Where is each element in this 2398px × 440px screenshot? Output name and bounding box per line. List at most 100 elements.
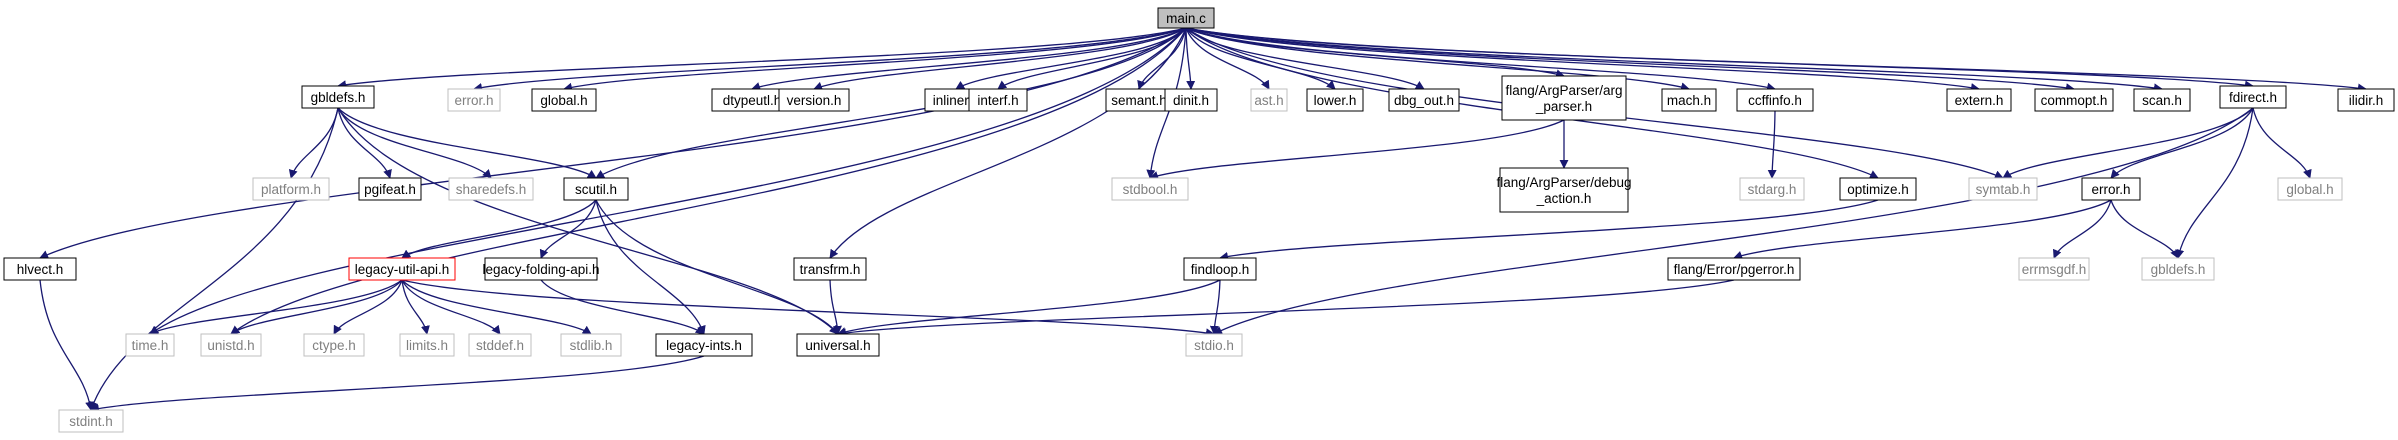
node-box-ast[interactable]	[1250, 88, 1288, 112]
node-errmsgdf[interactable]: errmsgdf.h	[2018, 257, 2090, 281]
node-box-transfrm[interactable]	[793, 257, 867, 281]
node-legacyfold[interactable]: legacy-folding-api.h	[482, 257, 600, 281]
node-sharedefs[interactable]: sharedefs.h	[448, 177, 534, 201]
node-dtypeutl[interactable]: dtypeutl.h	[711, 88, 793, 112]
node-box-lower[interactable]	[1306, 88, 1364, 112]
node-box-findloop[interactable]	[1183, 257, 1257, 281]
node-lower[interactable]: lower.h	[1306, 88, 1364, 112]
node-box-global2[interactable]	[2277, 177, 2343, 201]
node-optimize[interactable]: optimize.h	[1839, 177, 1917, 201]
node-box-limits[interactable]	[399, 333, 455, 357]
node-unistd[interactable]: unistd.h	[200, 333, 262, 357]
node-stddef[interactable]: stddef.h	[468, 333, 532, 357]
node-box-fdirect[interactable]	[2219, 85, 2287, 109]
edge-legacyutil-to-stdlib	[401, 279, 592, 335]
node-box-stddef[interactable]	[468, 333, 532, 357]
node-box-ilidir[interactable]	[2337, 88, 2395, 112]
node-dinit[interactable]: dinit.h	[1164, 88, 1218, 112]
node-limits[interactable]: limits.h	[399, 333, 455, 357]
node-box-interf[interactable]	[968, 88, 1028, 112]
node-error2[interactable]: error.h	[2081, 177, 2141, 201]
node-box-global[interactable]	[531, 88, 597, 112]
node-stdio[interactable]: stdio.h	[1185, 333, 1243, 357]
node-box-unistd[interactable]	[200, 333, 262, 357]
node-global2[interactable]: global.h	[2277, 177, 2343, 201]
node-stdint[interactable]: stdint.h	[58, 409, 124, 433]
node-box-platform[interactable]	[252, 177, 330, 201]
node-box-stdbool[interactable]	[1111, 177, 1189, 201]
node-stdbool[interactable]: stdbool.h	[1111, 177, 1189, 201]
node-box-gbldefs[interactable]	[301, 85, 375, 109]
node-box-error2[interactable]	[2081, 177, 2141, 201]
node-box-symtab[interactable]	[1968, 177, 2038, 201]
node-error_h[interactable]: error.h	[447, 88, 501, 112]
node-gbldefs2[interactable]: gbldefs.h	[2141, 257, 2215, 281]
node-box-legacyfold[interactable]	[484, 257, 598, 281]
edge-gbldefs-to-stdint	[89, 107, 339, 411]
node-time[interactable]: time.h	[125, 333, 175, 357]
node-box-legacyutil[interactable]	[348, 257, 456, 281]
node-legacyutil[interactable]: legacy-util-api.h	[348, 257, 456, 281]
node-hlvect[interactable]: hlvect.h	[3, 257, 77, 281]
node-box-pgerror[interactable]	[1667, 257, 1801, 281]
node-ilidir[interactable]: ilidir.h	[2337, 88, 2395, 112]
node-box-gbldefs2[interactable]	[2141, 257, 2215, 281]
node-commopt[interactable]: commopt.h	[2034, 88, 2114, 112]
node-box-argparser[interactable]	[1501, 75, 1627, 121]
node-box-stdlib[interactable]	[560, 333, 622, 357]
node-symtab[interactable]: symtab.h	[1968, 177, 2038, 201]
node-box-universal[interactable]	[796, 333, 880, 357]
node-ast[interactable]: ast.h	[1250, 88, 1288, 112]
node-box-stdarg[interactable]	[1739, 177, 1805, 201]
node-platform[interactable]: platform.h	[252, 177, 330, 201]
node-mach[interactable]: mach.h	[1661, 88, 1717, 112]
edge-main-to-inliner	[955, 27, 1187, 90]
node-box-legacyints[interactable]	[655, 333, 753, 357]
node-box-ctype[interactable]	[303, 333, 365, 357]
node-box-ccffinfo[interactable]	[1736, 88, 1814, 112]
node-version[interactable]: version.h	[778, 88, 850, 112]
node-legacyints[interactable]: legacy-ints.h	[655, 333, 753, 357]
node-box-stdio[interactable]	[1185, 333, 1243, 357]
node-box-version[interactable]	[778, 88, 850, 112]
node-stdlib[interactable]: stdlib.h	[560, 333, 622, 357]
node-box-dbgout[interactable]	[1388, 88, 1460, 112]
node-extern[interactable]: extern.h	[1946, 88, 2012, 112]
node-box-mach[interactable]	[1661, 88, 1717, 112]
node-box-main[interactable]	[1157, 7, 1215, 29]
node-box-scutil[interactable]	[563, 177, 629, 201]
node-ctype[interactable]: ctype.h	[303, 333, 365, 357]
node-universal[interactable]: universal.h	[796, 333, 880, 357]
node-box-errmsgdf[interactable]	[2018, 257, 2090, 281]
node-box-sharedefs[interactable]	[448, 177, 534, 201]
node-argparser[interactable]: flang/ArgParser/arg_parser.h	[1501, 75, 1627, 121]
node-box-optimize[interactable]	[1839, 177, 1917, 201]
node-box-scan[interactable]	[2133, 88, 2191, 112]
node-ccffinfo[interactable]: ccffinfo.h	[1736, 88, 1814, 112]
node-interf[interactable]: interf.h	[968, 88, 1028, 112]
node-scan[interactable]: scan.h	[2133, 88, 2191, 112]
node-box-dinit[interactable]	[1164, 88, 1218, 112]
node-box-error_h[interactable]	[447, 88, 501, 112]
node-semant[interactable]: semant.h	[1105, 88, 1173, 112]
node-box-time[interactable]	[125, 333, 175, 357]
node-pgifeat[interactable]: pgifeat.h	[358, 177, 422, 201]
node-dbgout[interactable]: dbg_out.h	[1388, 88, 1460, 112]
node-debugaction[interactable]: flang/ArgParser/debug_action.h	[1496, 167, 1632, 213]
node-fdirect[interactable]: fdirect.h	[2219, 85, 2287, 109]
node-global[interactable]: global.h	[531, 88, 597, 112]
node-main[interactable]: main.c	[1157, 7, 1215, 29]
node-box-extern[interactable]	[1946, 88, 2012, 112]
node-transfrm[interactable]: transfrm.h	[793, 257, 867, 281]
node-box-pgifeat[interactable]	[358, 177, 422, 201]
node-stdarg[interactable]: stdarg.h	[1739, 177, 1805, 201]
node-box-commopt[interactable]	[2034, 88, 2114, 112]
node-box-stdint[interactable]	[58, 409, 124, 433]
node-label-symtab: symtab.h	[1976, 182, 2031, 197]
node-scutil[interactable]: scutil.h	[563, 177, 629, 201]
node-gbldefs[interactable]: gbldefs.h	[301, 85, 375, 109]
node-box-hlvect[interactable]	[3, 257, 77, 281]
node-pgerror[interactable]: flang/Error/pgerror.h	[1667, 257, 1801, 281]
node-box-debugaction[interactable]	[1499, 167, 1629, 213]
node-findloop[interactable]: findloop.h	[1183, 257, 1257, 281]
